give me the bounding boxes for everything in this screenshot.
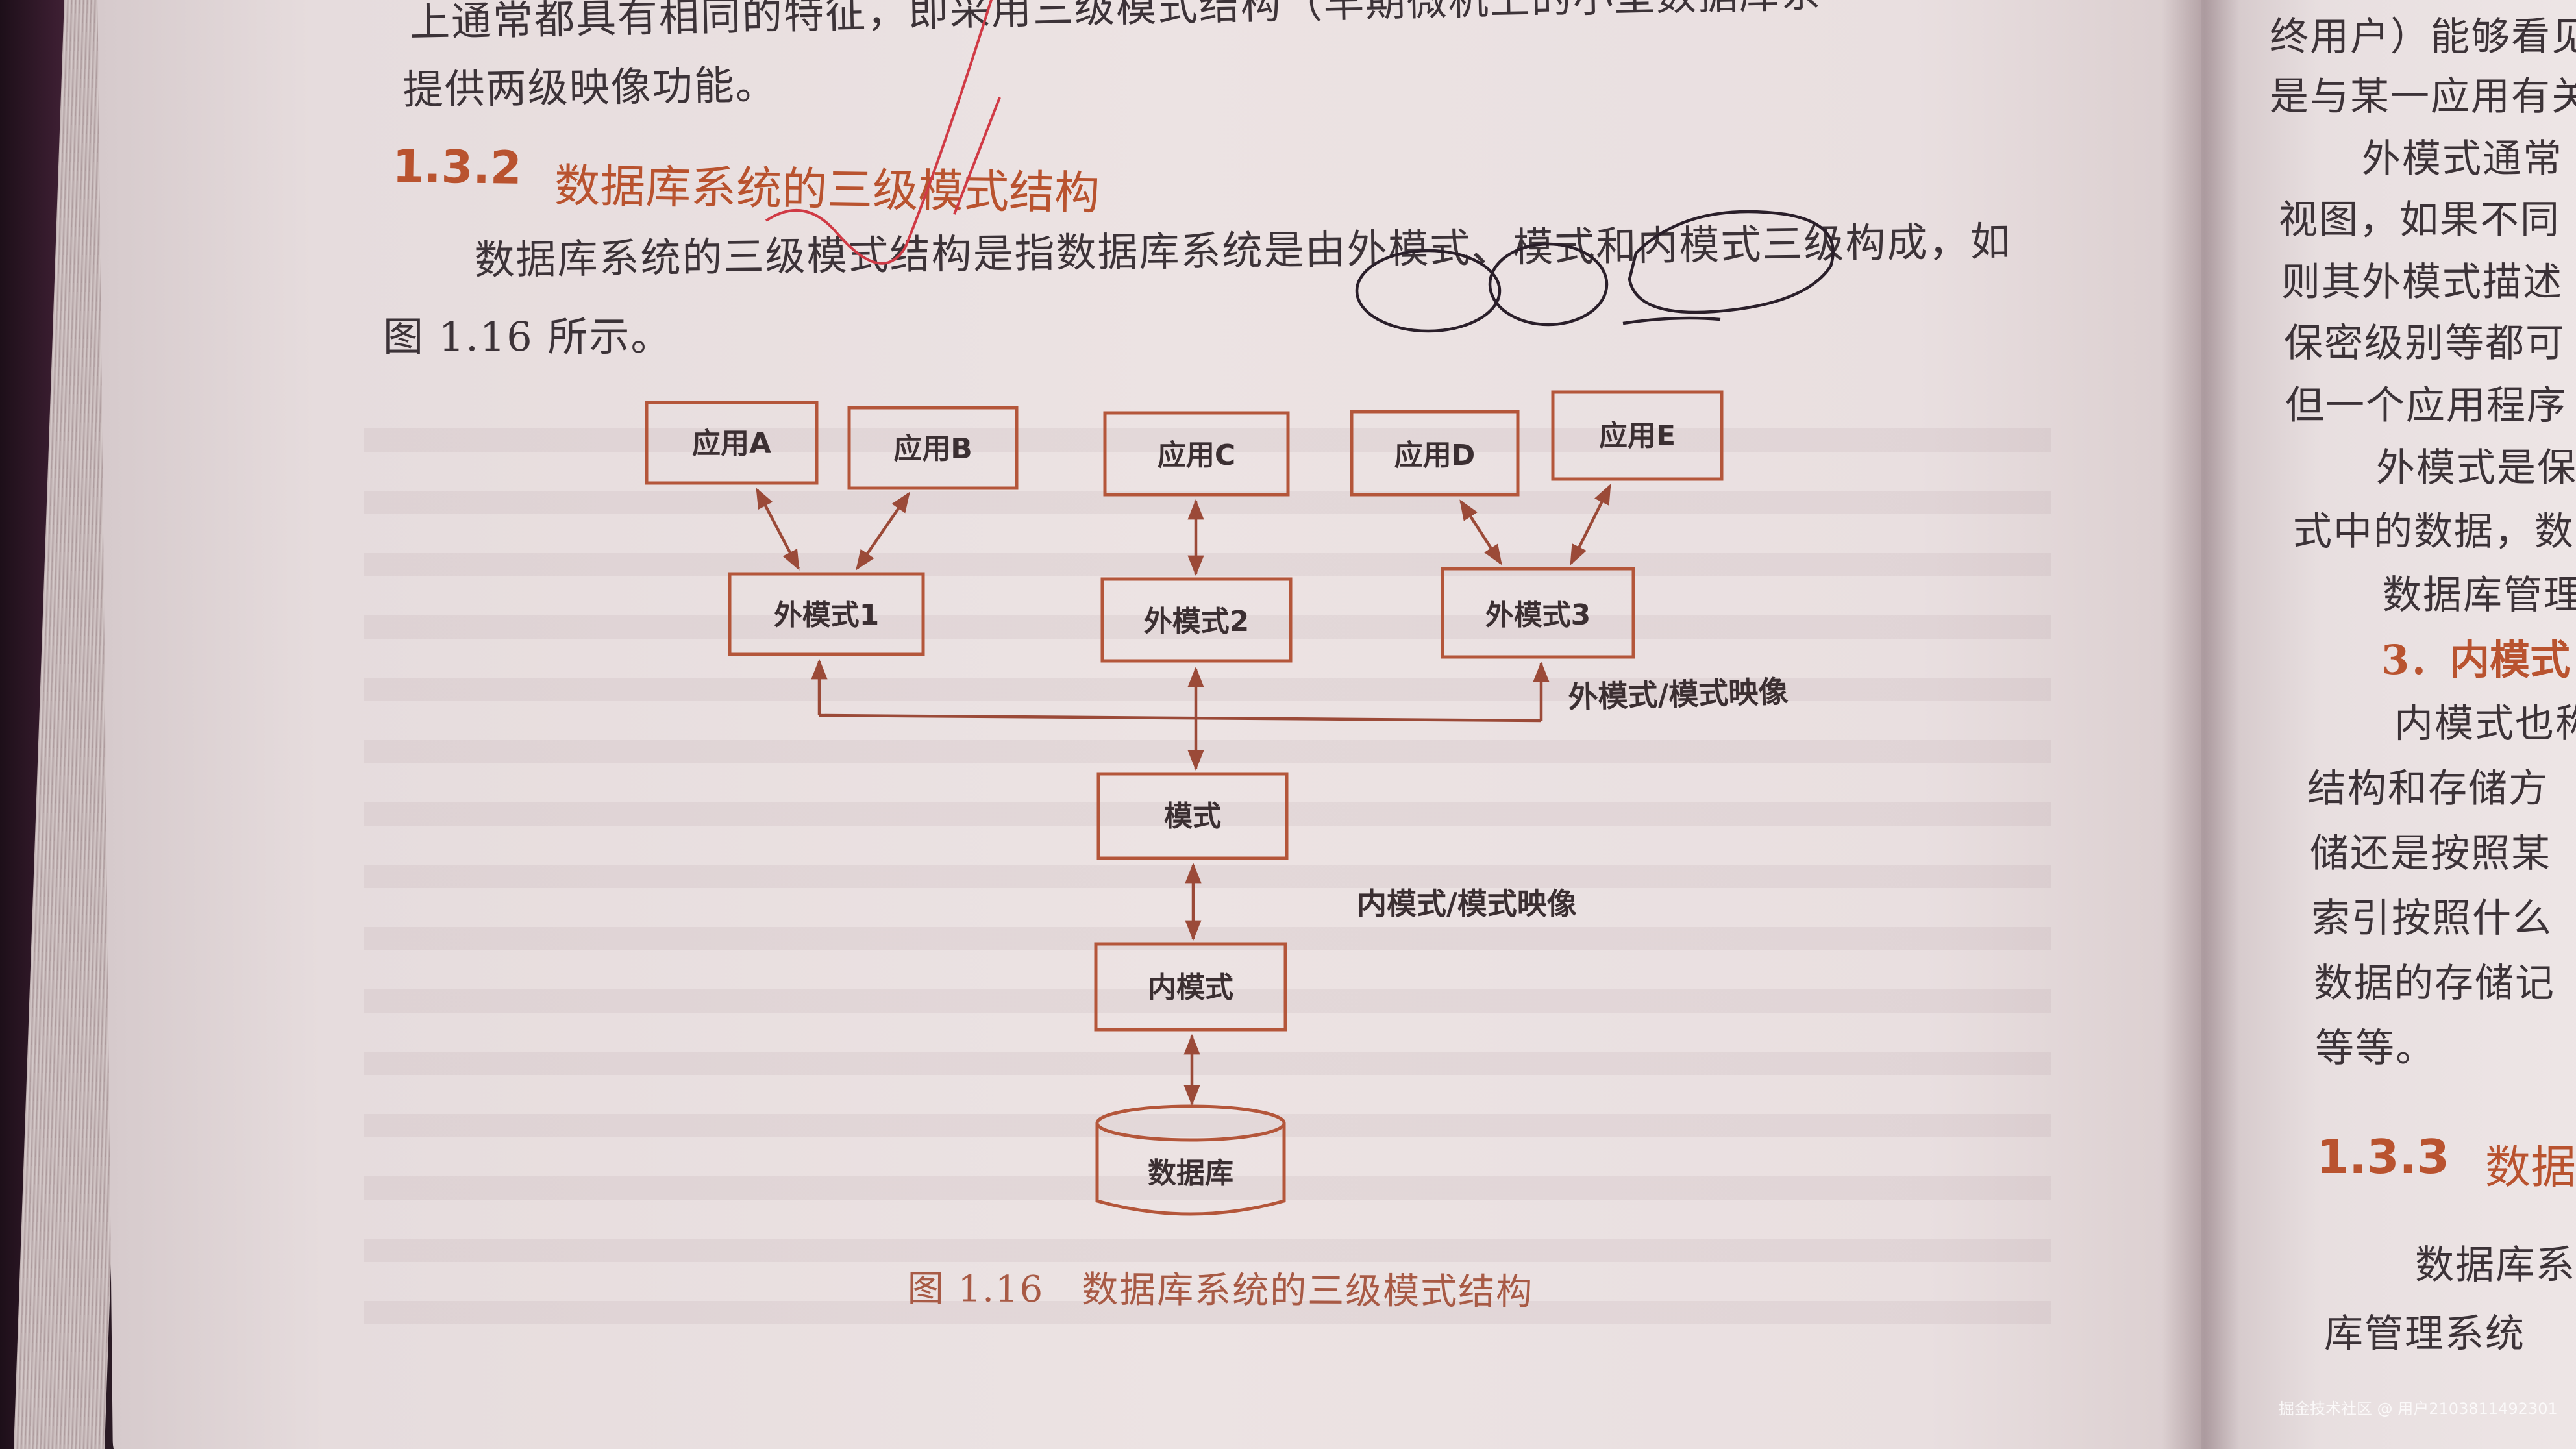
right-line-17: 数据库系 bbox=[2415, 1243, 2576, 1288]
arrow-app-e-ext3 bbox=[1569, 484, 1612, 565]
app-c-label: 应用C bbox=[1158, 439, 1235, 472]
red-slash bbox=[953, 97, 1001, 215]
right-line-12: 结构和存储方 bbox=[2307, 766, 2549, 811]
schema-label: 模式 bbox=[1164, 800, 1221, 833]
right-line-14: 索引按照什么 bbox=[2311, 896, 2553, 941]
watermark: 掘金技术社区 @ 用户2103811492301 bbox=[2279, 1400, 2558, 1418]
internal-schema-box bbox=[1094, 942, 1287, 1032]
right-page bbox=[2201, 0, 2576, 1449]
red-curve bbox=[765, 0, 993, 265]
right-line-4: 视图，如果不同 bbox=[2279, 197, 2560, 243]
right-line-7: 但一个应用程序 bbox=[2285, 383, 2567, 428]
external-schema-1-box bbox=[728, 572, 925, 656]
internal-schema-label: 内模式 bbox=[1148, 971, 1233, 1004]
arrow-app-d-ext3 bbox=[1459, 499, 1502, 565]
arrow-app-a-ext1 bbox=[756, 488, 800, 571]
app-d-box bbox=[1350, 410, 1520, 497]
right-item-3-label: 3．内模式 bbox=[2381, 636, 2571, 684]
external-schema-mapping-lines bbox=[811, 658, 1550, 771]
right-line-16: 等等。 bbox=[2315, 1026, 2436, 1071]
book-spine-shadow bbox=[2162, 0, 2240, 1449]
app-a-box bbox=[645, 401, 819, 485]
external-schema-2-label: 外模式2 bbox=[1144, 605, 1250, 638]
external-schema-3-label: 外模式3 bbox=[1485, 599, 1591, 632]
schema-box bbox=[1096, 772, 1289, 860]
right-line-6: 保密级别等都可 bbox=[2284, 321, 2566, 366]
right-line-11: 内模式也称 bbox=[2394, 701, 2576, 747]
app-c-box bbox=[1103, 411, 1290, 497]
red-pen-annotation bbox=[765, 0, 1001, 265]
external-schema-2-box bbox=[1100, 577, 1293, 663]
right-line-2: 是与某一应用有关 bbox=[2270, 74, 2576, 119]
right-line-8: 外模式是保 bbox=[2376, 445, 2576, 491]
app-e-label: 应用E bbox=[1599, 419, 1676, 452]
pen-annotations bbox=[1355, 210, 1835, 333]
right-line-13: 储还是按照某 bbox=[2310, 831, 2551, 876]
right-line-18: 库管理系统 bbox=[2324, 1311, 2525, 1357]
database-cylinder bbox=[1095, 1104, 1286, 1216]
right-section-number: 1.3.3 bbox=[2316, 1130, 2449, 1184]
circle-external bbox=[1355, 249, 1502, 333]
circle-internal bbox=[1628, 210, 1835, 314]
paragraph-line-2: 图 1.16 所示。 bbox=[383, 313, 673, 360]
right-line-3: 外模式通常 bbox=[2362, 136, 2563, 182]
right-line-1: 终用户）能够看见 bbox=[2270, 14, 2576, 60]
right-line-5: 则其外模式描述 bbox=[2281, 260, 2563, 305]
right-section-title: 数据 bbox=[2485, 1141, 2576, 1194]
app-d-label: 应用D bbox=[1394, 439, 1476, 472]
app-e-box bbox=[1551, 390, 1724, 481]
internal-mapping-label: 内模式/模式映像 bbox=[1357, 886, 1577, 921]
app-a-label: 应用A bbox=[692, 427, 771, 460]
app-b-box bbox=[847, 406, 1019, 490]
circle-schema bbox=[1488, 242, 1609, 327]
external-schema-1-label: 外模式1 bbox=[774, 599, 880, 632]
arrow-app-b-ext1 bbox=[856, 491, 910, 571]
figure-caption: 图 1.16 数据库系统的三级模式结构 bbox=[907, 1267, 1534, 1314]
underline-stroke bbox=[1622, 316, 1721, 325]
app-b-label: 应用B bbox=[893, 432, 972, 465]
right-line-10: 数据库管理 bbox=[2383, 573, 2576, 618]
right-line-9: 式中的数据，数 bbox=[2293, 509, 2575, 554]
database-label: 数据库 bbox=[1148, 1157, 1233, 1190]
external-schema-3-box bbox=[1441, 567, 1635, 659]
right-line-15: 数据的存储记 bbox=[2314, 961, 2555, 1006]
external-mapping-label: 外模式/模式映像 bbox=[1568, 674, 1789, 715]
